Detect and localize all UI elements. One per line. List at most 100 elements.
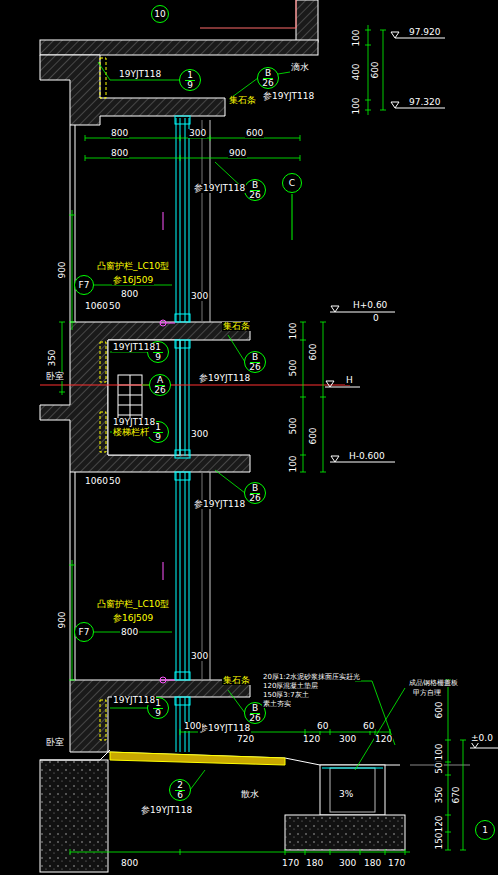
- annotation-text: 卧室: [45, 372, 65, 381]
- index-text: F7: [79, 628, 90, 637]
- index-text: F7: [79, 281, 90, 290]
- annotation-text: 50: [108, 302, 121, 311]
- annotation-text: 60: [316, 722, 329, 731]
- index-text: 9: [155, 433, 161, 442]
- index-text: 26: [249, 363, 260, 372]
- index-text: 9: [187, 81, 193, 90]
- annotation-text: H: [345, 376, 354, 385]
- annotation-text: 20厚1:2水泥砂浆抹面压实赶光: [262, 674, 361, 681]
- annotation-text: 50: [108, 477, 121, 486]
- detail-index-circle: B26: [257, 67, 279, 89]
- detail-index-circle: B26: [244, 351, 266, 373]
- detail-index-circle: A26: [149, 374, 171, 396]
- index-text: 26: [154, 386, 165, 395]
- detail-index-circle: 26: [169, 779, 191, 801]
- annotation-text: 300: [188, 129, 207, 138]
- annotation-text: 凸窗护栏_LC10型: [96, 600, 170, 609]
- index-text: B: [250, 181, 260, 191]
- index-text: 26: [249, 191, 260, 200]
- annotation-text: H+0.60: [352, 301, 388, 310]
- annotation-text: 900: [228, 149, 247, 158]
- annotation-text: ±0.0: [470, 734, 494, 743]
- annotation-text: H-0.600: [348, 452, 386, 461]
- index-text: 9: [155, 353, 161, 362]
- annotation-text: 3%: [338, 790, 354, 799]
- annotation-text: 900: [58, 260, 67, 279]
- annotation-text: 100: [352, 96, 361, 115]
- annotation-text: 800: [110, 149, 129, 158]
- index-text: 10: [154, 10, 165, 19]
- annotation-text: 97.920: [408, 28, 442, 37]
- annotation-text: 成品钢格栅盖板: [408, 680, 459, 687]
- index-text: B: [250, 484, 260, 494]
- annotation-text: 50: [435, 761, 444, 774]
- detail-index-circle: 19: [179, 69, 201, 91]
- annotation-text: 300: [338, 859, 357, 868]
- annotation-text: 150: [435, 831, 444, 850]
- annotation-text: 100: [435, 742, 444, 761]
- annotation-text: 参19YJT118: [140, 806, 193, 815]
- annotation-text: 180: [305, 859, 324, 868]
- annotation-text: 600: [435, 700, 444, 719]
- index-text: 2: [175, 781, 185, 791]
- annotation-text: 19YJT118: [118, 70, 162, 79]
- annotation-text: 180: [363, 859, 382, 868]
- annotation-text: 120: [302, 735, 321, 744]
- index-text: C: [289, 179, 295, 188]
- index-text: 26: [262, 79, 273, 88]
- index-text: 26: [249, 494, 260, 503]
- annotation-text: 120: [374, 735, 393, 744]
- annotation-text: 350: [435, 785, 444, 804]
- annotation-text: 500: [289, 416, 298, 435]
- detail-index-circle: 10: [151, 5, 169, 23]
- annotation-text: 参16J509: [112, 276, 154, 285]
- index-text: 9: [155, 709, 161, 718]
- annotation-text: 300: [190, 652, 209, 661]
- detail-index-circle: F7: [74, 622, 94, 642]
- annotation-text: 100: [183, 722, 202, 731]
- annotation-text: 97.320: [408, 98, 442, 107]
- annotation-text: 100: [289, 321, 298, 340]
- annotation-text: 卧室: [45, 738, 65, 747]
- detail-index-circle: F7: [74, 275, 94, 295]
- annotation-text: 800: [120, 628, 139, 637]
- annotation-text: 300: [338, 735, 357, 744]
- annotation-text: 720: [236, 735, 255, 744]
- annotation-text: 19YJT118: [112, 696, 156, 705]
- annotation-text: 参19YJT118: [198, 724, 251, 733]
- annotation-text: 150厚3:7灰土: [262, 692, 310, 699]
- index-text: B: [263, 69, 273, 79]
- index-text: 1: [185, 71, 195, 81]
- annotation-text: 400: [352, 62, 361, 81]
- annotation-text: 170: [387, 859, 406, 868]
- annotation-text: 800: [120, 859, 139, 868]
- annotation-text: 楼梯栏杆: [112, 428, 150, 437]
- annotation-text: 集石条: [228, 96, 257, 105]
- annotation-text: 800: [120, 290, 139, 299]
- index-text: B: [250, 704, 260, 714]
- annotation-text: 670: [452, 785, 461, 804]
- annotation-text: 集石条: [222, 676, 251, 685]
- annotation-text: 散水: [240, 790, 260, 799]
- annotation-text: 600: [309, 426, 318, 445]
- detail-index-circle: B26: [244, 179, 266, 201]
- annotation-text: 300: [190, 292, 209, 301]
- annotation-text: 19YJT118: [112, 418, 156, 427]
- annotation-text: 凸窗护栏_LC10型: [96, 262, 170, 271]
- annotation-text: 19YJT118: [112, 343, 156, 352]
- annotation-text: 参16J509: [112, 614, 154, 623]
- annotation-text: 60: [362, 722, 375, 731]
- annotation-text: 170: [281, 859, 300, 868]
- annotation-text: 500: [289, 358, 298, 377]
- detail-index-circle: B26: [244, 482, 266, 504]
- annotation-text: 600: [371, 60, 380, 79]
- annotation-text: 参19YJT118: [193, 184, 246, 193]
- detail-index-circle: 1: [475, 820, 495, 840]
- annotation-text: 参19YJT118: [193, 500, 246, 509]
- index-text: 6: [177, 791, 183, 800]
- annotation-text: 600: [309, 342, 318, 361]
- annotation-text: 0: [372, 314, 380, 323]
- annotation-text: 参19YJT118: [262, 92, 315, 101]
- annotation-text: 集石条: [222, 322, 251, 331]
- annotation-text: 1060: [84, 302, 109, 311]
